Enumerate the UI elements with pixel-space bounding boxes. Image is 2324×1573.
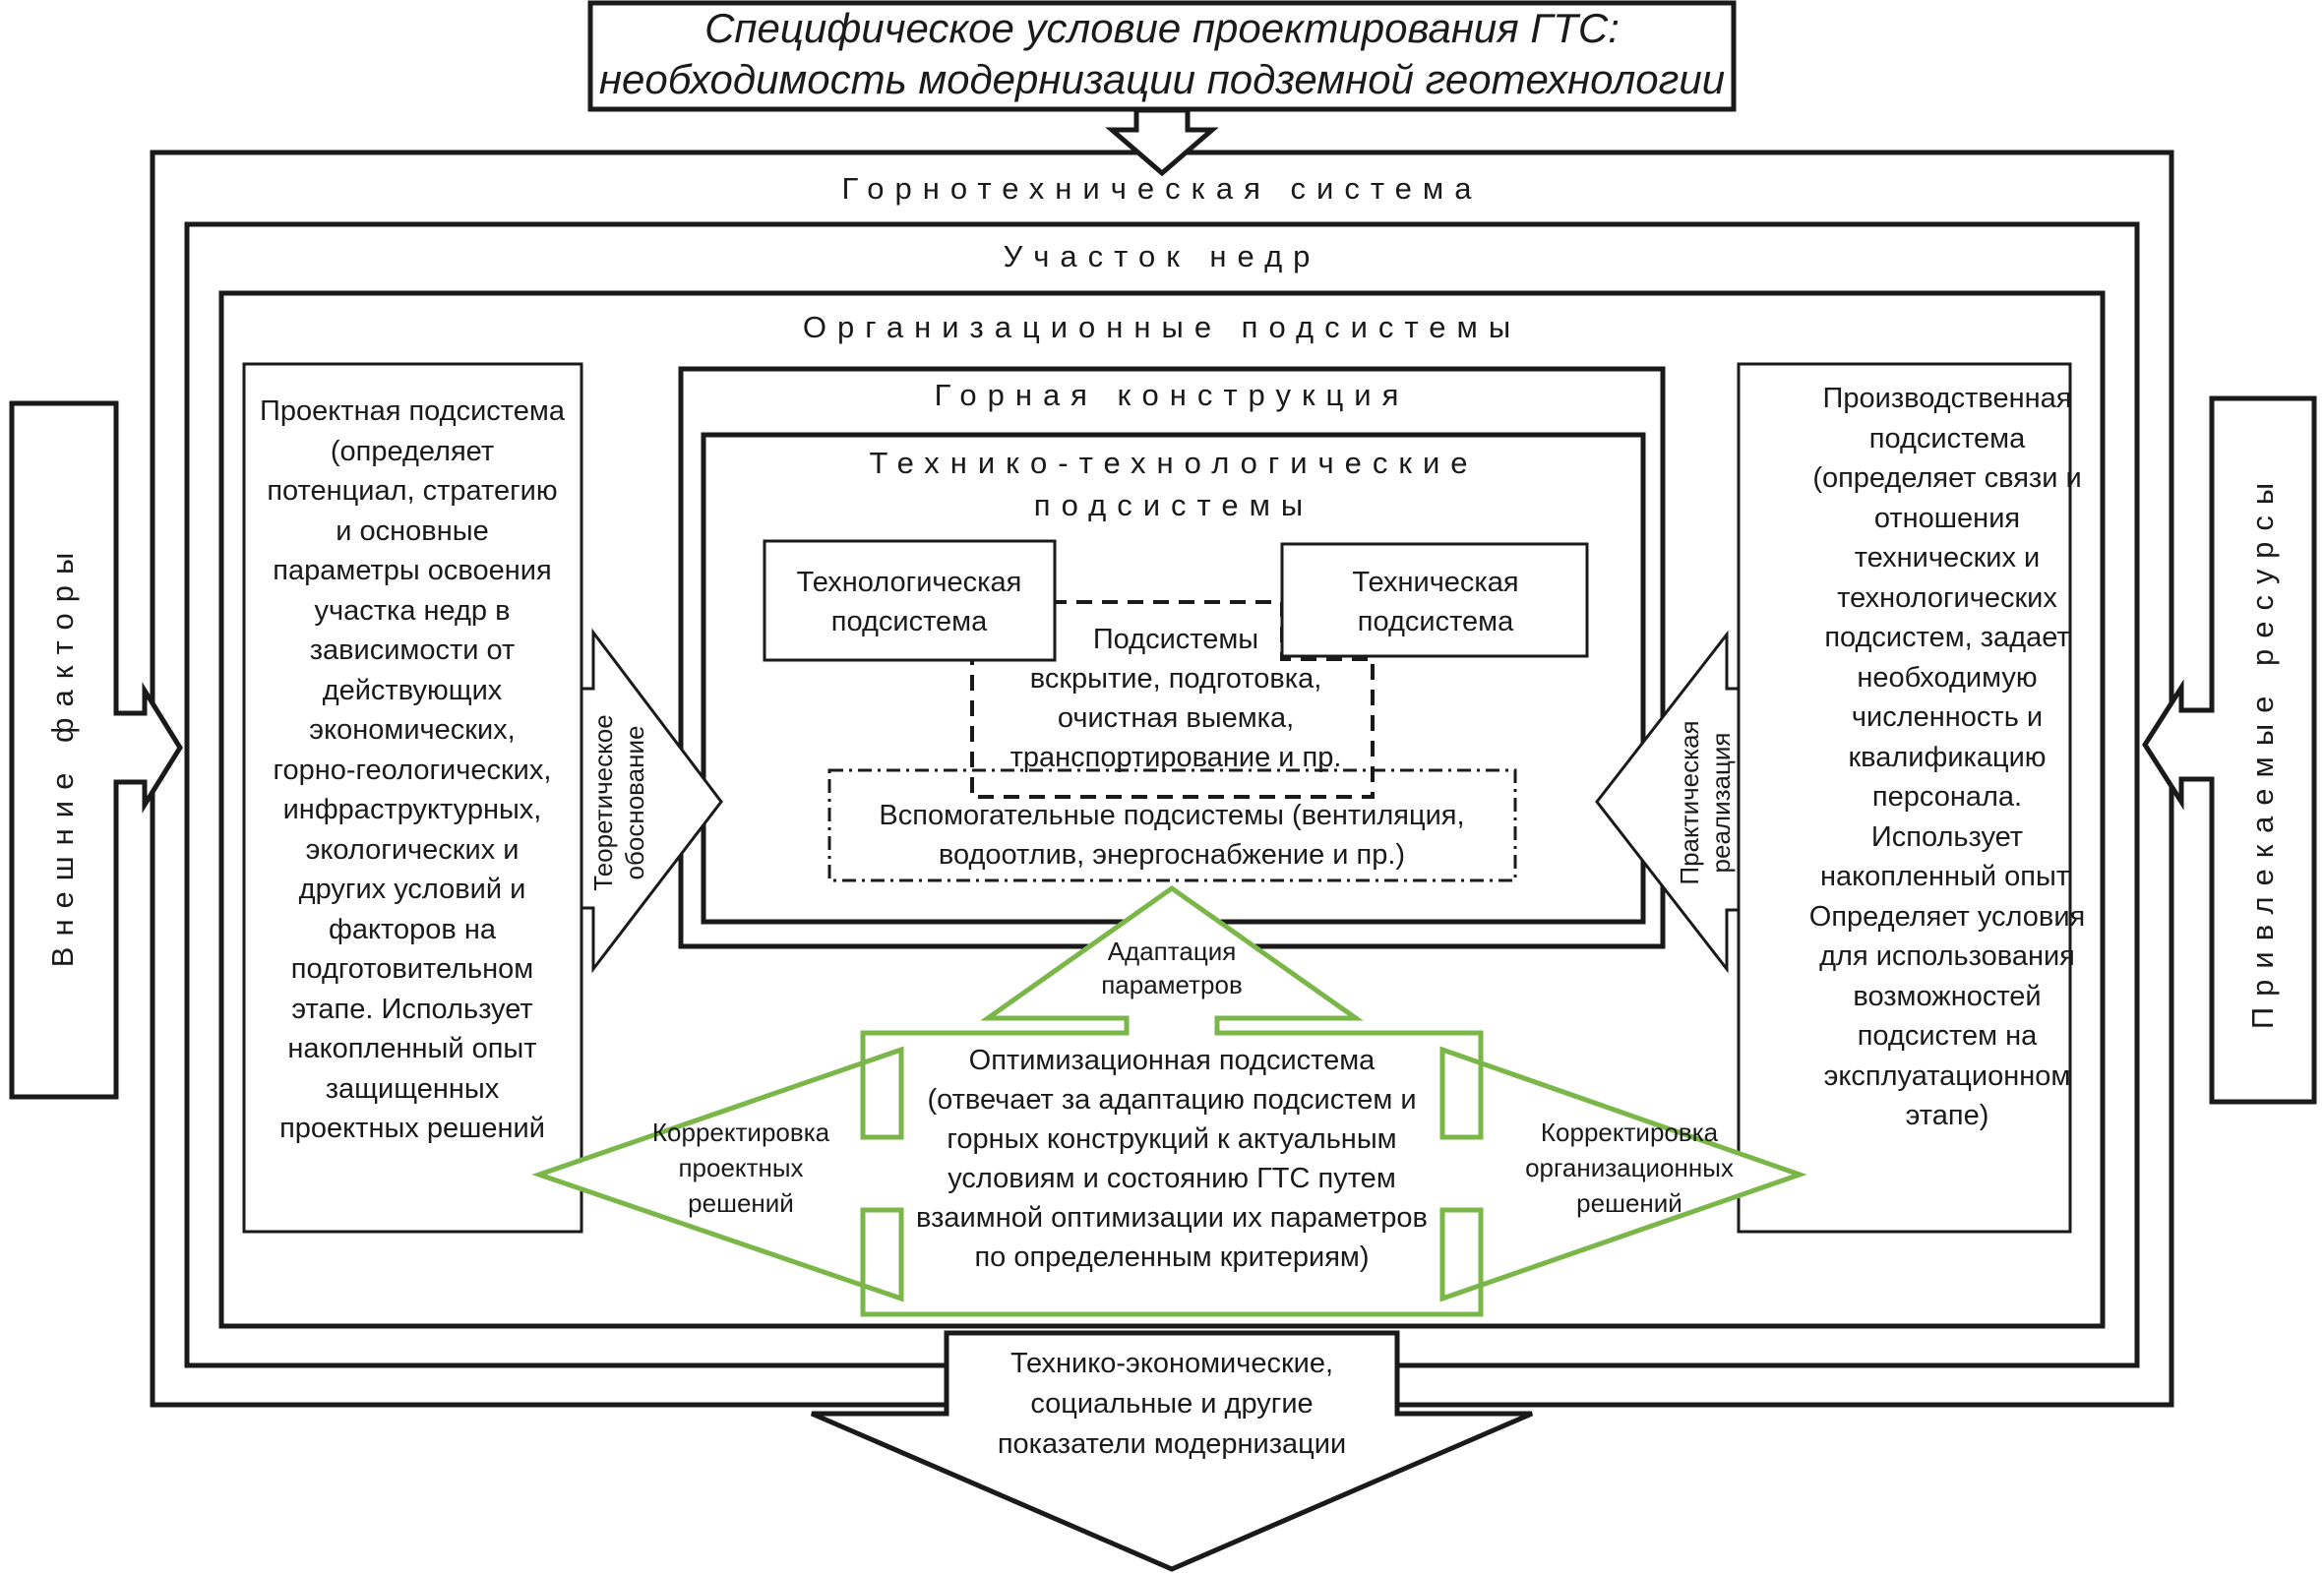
production-line: численность и	[1852, 701, 2043, 733]
org-subsystems-label: Организационные подсистемы	[803, 310, 1521, 344]
correction-left-line: решений	[688, 1188, 794, 1218]
optimization-line: горных конструкций к актуальным	[947, 1123, 1396, 1155]
project-subsystem-text: Проектная подсистема (определяет потенци…	[260, 395, 566, 1144]
mining-system-label: Горнотехническая система	[842, 171, 1483, 206]
correction-left-line: проектных	[678, 1153, 803, 1182]
project-line: экологических и	[306, 834, 520, 866]
production-line: эксплуатационном	[1824, 1060, 2071, 1092]
project-line: участка недр в	[314, 595, 510, 627]
optimization-line: (отвечает за адаптацию подсистем и	[927, 1084, 1416, 1116]
production-line: этапе)	[1906, 1100, 1989, 1131]
technological-subsystem-box	[763, 539, 1057, 662]
output-line: социальные и другие	[1030, 1388, 1313, 1420]
production-line: отношения	[1874, 503, 2020, 534]
auxiliary-subsystems-box	[827, 768, 1517, 882]
correction-left-line: Корректировка	[652, 1118, 830, 1147]
technological-subsystem-line-2: подсистема	[831, 606, 988, 637]
production-line: возможностей	[1853, 981, 2041, 1012]
project-line: зависимости от	[310, 635, 516, 666]
project-subsystem-box	[242, 362, 583, 1234]
correction-right-line: решений	[1576, 1188, 1682, 1218]
project-line: и основные	[336, 515, 488, 547]
production-line: для использования	[1819, 940, 2075, 972]
adaptation-line-1: Адаптация	[1108, 937, 1237, 966]
auxiliary-line-1: Вспомогательные подсистемы (вентиляция,	[879, 800, 1464, 831]
project-line: экономических,	[309, 714, 515, 746]
optimization-line: Оптимизационная подсистема	[969, 1045, 1376, 1076]
subsystems-line-4: транспортирование и пр.	[1010, 742, 1342, 773]
project-line: подготовительном	[291, 953, 533, 985]
production-line: необходимую	[1857, 662, 2037, 694]
external-factors-arrow	[9, 400, 183, 1100]
optimization-line: условиям и состоянию ГТС путем	[948, 1163, 1396, 1194]
external-factors-label: Внешние факторы	[45, 542, 80, 967]
technical-subsystem-line-2: подсистема	[1358, 606, 1514, 637]
production-line: Производственная	[1823, 383, 2072, 414]
output-line: Технико-экономические,	[1010, 1348, 1333, 1379]
theory-arrow	[580, 628, 723, 974]
production-line: (определяет связи и	[1812, 462, 2081, 494]
mining-construction-label: Горная конструкция	[935, 378, 1410, 412]
subsoil-plot-label: Участок недр	[1004, 239, 1321, 273]
attracted-resources-arrow	[2142, 395, 2317, 1105]
production-line: накопленный опыт.	[1820, 861, 2074, 892]
project-line: инфраструктурных,	[283, 794, 542, 825]
technological-subsystem-line-1: Технологическая	[797, 567, 1022, 598]
technical-subsystem-line-1: Техническая	[1352, 567, 1518, 598]
project-line: факторов на	[329, 914, 497, 945]
header-line-1: Специфическое условие проектирования ГТС…	[704, 5, 1620, 51]
project-line: проектных решений	[279, 1113, 545, 1144]
practice-arrow	[1595, 630, 1741, 974]
theory-arrow-line-2: обоснование	[620, 726, 649, 880]
project-line: горно-геологических,	[274, 755, 552, 786]
optimization-arrow	[531, 884, 1807, 1317]
production-subsystem-text: Производственная подсистема (определяет …	[1809, 383, 2085, 1131]
project-line: защищенных	[326, 1073, 500, 1105]
production-line: Определяет условия	[1809, 901, 2085, 933]
project-line: этапе. Использует	[291, 994, 532, 1025]
practice-arrow-line-2: реализация	[1706, 733, 1736, 874]
project-line: параметры освоения	[273, 555, 551, 586]
practice-arrow-line-1: Практическая	[1675, 720, 1704, 884]
correction-right-line: Корректировка	[1541, 1118, 1719, 1147]
tech-subsystems-label-2: подсистемы	[1034, 488, 1314, 522]
production-line: подсистема	[1869, 423, 2026, 454]
subsystems-line-1: Подсистемы	[1093, 624, 1258, 655]
theory-arrow-line-1: Теоретическое	[588, 714, 618, 890]
production-line: технических и	[1855, 542, 2041, 574]
optimization-line: по определенным критериям)	[974, 1241, 1369, 1273]
production-subsystem-box	[1737, 362, 2072, 1234]
tech-subsystems-label-1: Технико-технологические	[869, 446, 1478, 480]
subsystems-line-3: очистная выемка,	[1058, 702, 1294, 734]
project-line: накопленный опыт	[287, 1033, 536, 1064]
header-box	[587, 0, 1737, 112]
optimization-line: взаимной оптимизации их параметров	[916, 1202, 1428, 1234]
project-line: потенциал, стратегию	[267, 475, 557, 507]
project-line: других условий и	[299, 874, 526, 905]
header-down-arrow	[1105, 107, 1219, 177]
technical-subsystem-box	[1280, 542, 1589, 658]
production-line: Использует	[1871, 821, 2023, 853]
header-line-2: необходимость модернизации подземной гео…	[599, 56, 1725, 102]
output-line: показатели модернизации	[998, 1428, 1346, 1460]
output-down-arrow	[811, 1330, 1533, 1572]
project-line: действующих	[323, 675, 503, 706]
adaptation-line-2: параметров	[1101, 970, 1243, 999]
production-line: подсистем, задает	[1824, 622, 2069, 653]
subsystems-line-2: вскрытие, подготовка,	[1030, 663, 1322, 695]
production-line: персонала.	[1872, 781, 2022, 813]
correction-right-line: организационных	[1525, 1153, 1734, 1182]
attracted-resources-label: Привлекаемые ресурсы	[2245, 472, 2280, 1029]
org-subsystems-frame	[218, 290, 2106, 1329]
production-line: квалификацию	[1848, 742, 2046, 773]
auxiliary-line-2: водоотлив, энергоснабжение и пр.)	[939, 839, 1405, 871]
project-line: (определяет	[331, 436, 494, 467]
production-line: технологических	[1837, 582, 2057, 614]
production-line: подсистем на	[1858, 1020, 2038, 1052]
project-line: Проектная подсистема	[260, 395, 566, 427]
